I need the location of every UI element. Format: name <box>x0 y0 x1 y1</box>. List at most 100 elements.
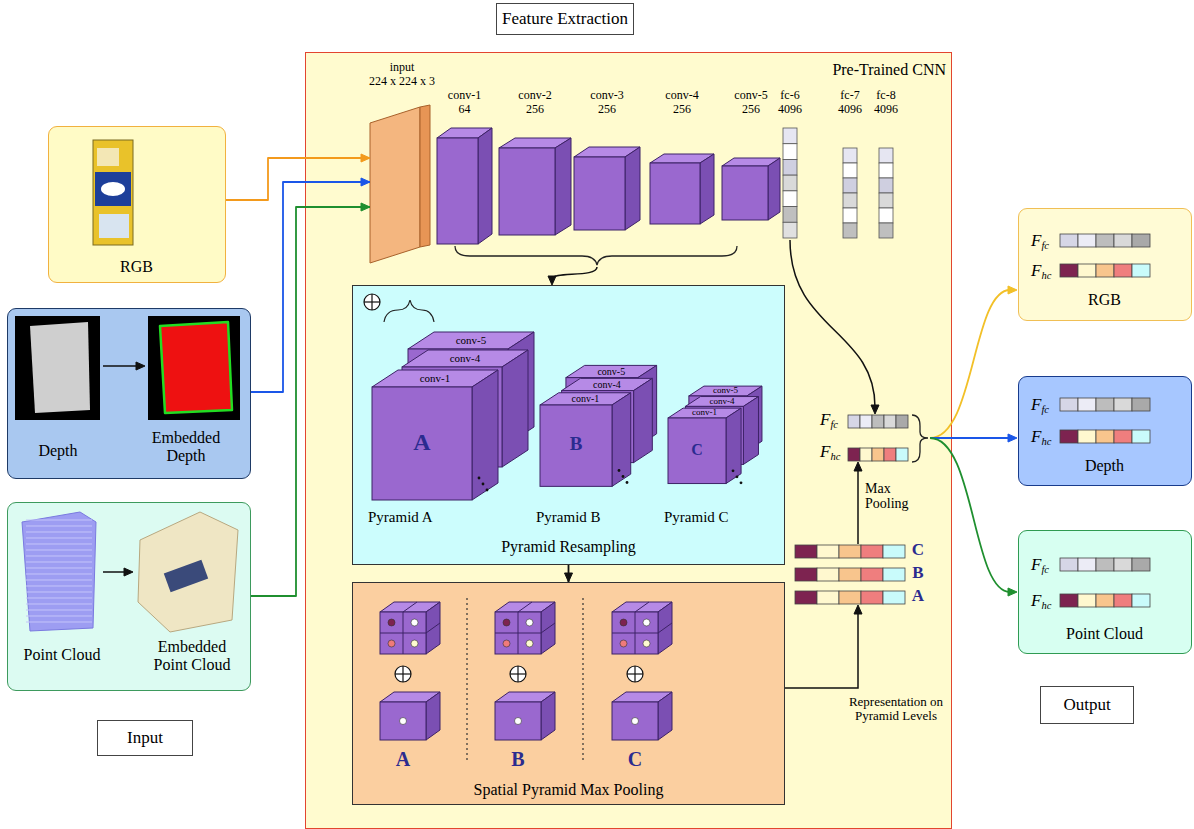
fc-layer-shape <box>843 148 857 238</box>
sum-symbol <box>634 666 635 682</box>
ellipsis-dot <box>486 489 489 492</box>
conv-layer-shape <box>650 154 714 224</box>
label-line: conv-3 <box>576 89 638 103</box>
free-label: Pyramid A <box>368 509 468 526</box>
arrow-head <box>548 276 556 285</box>
embedded-point-cloud-image <box>138 512 238 632</box>
free-label: conv-5 <box>421 334 521 346</box>
free-label: A <box>372 429 472 455</box>
free-label: A <box>388 748 418 770</box>
separator <box>582 598 583 760</box>
separator <box>466 598 467 760</box>
pooling-cube-front <box>380 702 426 740</box>
feature-vector <box>1060 264 1078 277</box>
free-label: Ffc <box>820 411 846 430</box>
feature-cube-front <box>668 418 726 484</box>
feature-vector <box>861 568 883 581</box>
feature-vector <box>861 545 883 558</box>
feature-vector <box>839 591 861 604</box>
fc-layer-shape <box>879 148 893 238</box>
ellipsis-dot <box>626 481 629 484</box>
fc-layer-shape <box>783 128 797 238</box>
fc-cell <box>843 163 857 178</box>
conv-layer: conv-4 256 <box>650 154 714 224</box>
layer-cube-front <box>650 163 700 224</box>
point-cloud-texture <box>26 598 92 599</box>
feature-vector <box>795 545 817 558</box>
feature-vector <box>1114 398 1132 411</box>
fc-cell <box>783 159 797 175</box>
point-cloud-image <box>22 512 96 631</box>
photo-object <box>93 140 133 245</box>
feature-vector <box>1096 398 1114 411</box>
point-cloud-texture <box>26 556 92 557</box>
arrow-head <box>854 605 862 614</box>
conv-layer-shape <box>499 138 571 235</box>
fc-cell <box>783 175 797 191</box>
arrow-head <box>1008 434 1017 442</box>
node-text: Fhc <box>1031 427 1065 448</box>
pooling-cube-front <box>612 702 658 740</box>
feature-vector <box>1114 234 1132 247</box>
point-cloud-texture <box>26 586 92 587</box>
conv-layer: conv-5 256 <box>722 158 780 220</box>
node-text: Depth <box>1019 457 1190 475</box>
layer-cube-side <box>625 147 640 230</box>
grid-line <box>403 602 417 612</box>
feature-vector <box>848 415 860 428</box>
layer-cube-side <box>478 128 492 244</box>
pooling-cube-front <box>380 612 426 654</box>
feature-cube-side <box>634 378 653 462</box>
symbol-base: F <box>1031 231 1041 250</box>
free-label: conv-1 <box>549 393 621 404</box>
node-text: Ffc <box>1031 395 1065 416</box>
feature-vector <box>884 448 896 461</box>
node-text: conv-2 256 <box>504 89 566 117</box>
label-line: 256 <box>598 102 616 116</box>
feature-vector <box>848 448 860 461</box>
sum-symbol <box>364 294 380 310</box>
arrow-line <box>930 438 1010 592</box>
feature-vector <box>872 415 884 428</box>
layer-cube-front <box>574 157 625 230</box>
feature-vector <box>1078 398 1096 411</box>
grid-line <box>380 633 426 634</box>
free-label: B <box>540 434 612 455</box>
point-cloud-texture <box>26 550 92 551</box>
brace <box>912 415 928 462</box>
feature-vector <box>1078 594 1096 607</box>
fc-cell <box>879 208 893 223</box>
input-slab-side <box>420 105 430 247</box>
free-label: C <box>909 541 927 560</box>
feature-vector <box>1096 264 1114 277</box>
feature-vector <box>1078 558 1096 571</box>
symbol-base: F <box>820 442 830 461</box>
pooled-value <box>526 640 533 647</box>
free-label: conv-4 <box>693 397 751 407</box>
free-label: Representation on Pyramid Levels <box>842 695 950 724</box>
pooled-value <box>620 619 627 626</box>
pooled-value <box>643 640 650 647</box>
layer-cube-side <box>768 158 780 220</box>
node-text: Point Cloud <box>1019 625 1190 643</box>
feature-vector <box>1114 594 1132 607</box>
node-text: input 224 x 224 x 3 <box>344 61 460 89</box>
feature-vector <box>1114 558 1132 571</box>
symbol-base: F <box>1031 427 1041 446</box>
sum-symbol <box>627 666 643 682</box>
free-label: C <box>620 748 650 770</box>
node-text: fc-6 4096 <box>772 89 808 117</box>
node-text: Embedded Point Cloud <box>140 638 244 675</box>
fc-cell <box>879 178 893 193</box>
pooling-cube-side <box>658 692 672 740</box>
feature-vector <box>817 591 839 604</box>
fc-cell <box>879 163 893 178</box>
arrow-head <box>1008 286 1017 294</box>
free-label: Max Pooling <box>865 481 923 512</box>
point-cloud-texture <box>26 526 92 527</box>
feature-vector <box>1096 558 1114 571</box>
photo-object <box>101 182 125 196</box>
feature-vector <box>1078 234 1096 247</box>
feature-cube-side <box>743 397 758 465</box>
